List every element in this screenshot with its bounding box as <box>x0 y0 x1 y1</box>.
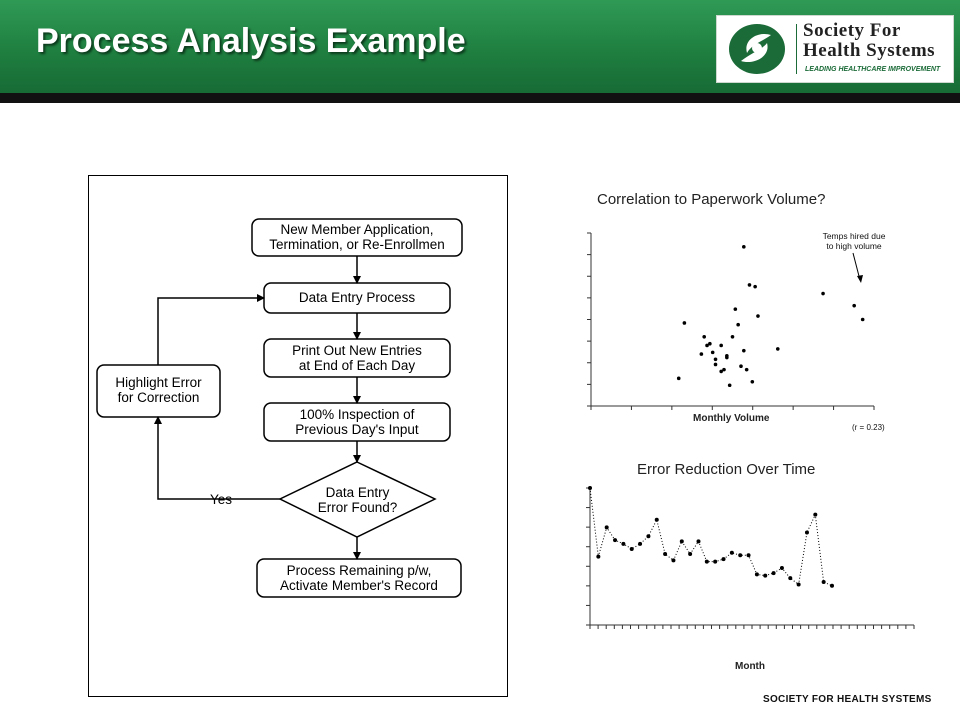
line-point <box>804 530 809 535</box>
flowchart-canvas <box>96 218 463 598</box>
line-point <box>613 538 618 543</box>
scatter-point <box>747 283 752 287</box>
scatter-point <box>699 352 704 356</box>
header-divider <box>0 93 960 103</box>
scatter-point <box>756 314 760 318</box>
line-point <box>604 525 609 530</box>
scatter-point <box>719 343 723 348</box>
logo: Society For Health Systems LEADING HEALT… <box>716 15 954 83</box>
scatter-point <box>742 245 746 249</box>
scatter-point <box>736 322 740 327</box>
scatter-point <box>713 362 718 367</box>
line-x-label: Month <box>735 661 765 672</box>
line-point <box>646 534 651 539</box>
line-point <box>704 559 709 564</box>
logo-divider <box>796 24 797 74</box>
slide-footer: SOCIETY FOR HEALTH SYSTEMS <box>763 694 932 705</box>
logo-name-line2: Health Systems <box>803 40 936 61</box>
scatter-point <box>744 367 749 372</box>
scatter-point <box>753 284 757 289</box>
line-point <box>821 579 826 584</box>
annotation-arrow-head <box>857 275 863 283</box>
scatter-point <box>682 321 687 325</box>
line-title: Error Reduction Over Time <box>637 461 816 478</box>
scatter-point <box>725 354 729 358</box>
scatter-point <box>750 379 755 384</box>
scatter-plot <box>587 232 875 410</box>
line-point <box>713 559 718 564</box>
edge-yes-label: Yes <box>209 492 233 507</box>
scatter-point <box>710 350 715 355</box>
line-point <box>596 554 601 559</box>
scatter-point <box>719 369 723 374</box>
node-start-text: New Member Application,Termination, or R… <box>269 222 445 252</box>
scatter-point <box>739 364 743 369</box>
line-point <box>671 558 676 563</box>
scatter-point <box>727 383 732 388</box>
line-plot <box>586 486 915 629</box>
line-point <box>771 571 776 576</box>
annotation-arrow-line <box>852 252 861 281</box>
scatter-point <box>705 343 709 348</box>
edge-decision-highlight <box>154 416 280 500</box>
scatter-point <box>852 303 856 308</box>
line-point <box>796 582 801 587</box>
edge-highlight-entry <box>157 294 265 365</box>
line-point <box>654 517 659 522</box>
line-point <box>663 552 668 557</box>
line-point <box>779 566 784 571</box>
node-finish-text: Process Remaining p/w,Activate Member's … <box>280 563 438 593</box>
line-point <box>788 576 793 581</box>
line-point <box>621 541 626 546</box>
scatter-point <box>860 317 865 322</box>
scatter-point <box>702 335 706 339</box>
node-entry-text: Data Entry Process <box>298 290 416 305</box>
line-point <box>688 552 693 557</box>
scatter-point <box>713 357 718 362</box>
line-point <box>638 541 643 546</box>
flowchart-frame: New Member Application,Termination, or R… <box>88 175 508 697</box>
line-point <box>729 550 734 555</box>
slide-title: Process Analysis Example <box>36 22 466 60</box>
line-point <box>746 553 751 558</box>
line-point <box>738 553 743 558</box>
scatter-point <box>821 291 825 296</box>
scatter-point <box>733 307 738 311</box>
scatter-point <box>676 376 681 381</box>
line-point <box>696 539 701 544</box>
line-point <box>588 486 592 490</box>
scatter-point <box>708 341 712 346</box>
line-point <box>629 546 634 551</box>
line-series <box>589 487 833 587</box>
scatter-x-label: Monthly Volume <box>693 413 770 424</box>
logo-tagline: LEADING HEALTHCARE IMPROVEMENT <box>805 66 941 73</box>
line-point <box>763 573 768 578</box>
scatter-point <box>742 348 746 353</box>
scatter-correlation-note: (r = 0.23) <box>852 423 885 432</box>
logo-name-line1: Society For <box>803 20 901 41</box>
scatter-point <box>730 335 735 339</box>
line-point <box>813 512 818 517</box>
line-point <box>679 539 684 544</box>
scatter-point <box>722 367 726 372</box>
line-point <box>754 572 759 577</box>
swoosh-logo-icon <box>729 24 785 74</box>
scatter-title: Correlation to Paperwork Volume? <box>597 191 826 208</box>
scatter-point <box>775 347 780 351</box>
line-point <box>830 583 834 588</box>
line-point <box>721 557 726 562</box>
